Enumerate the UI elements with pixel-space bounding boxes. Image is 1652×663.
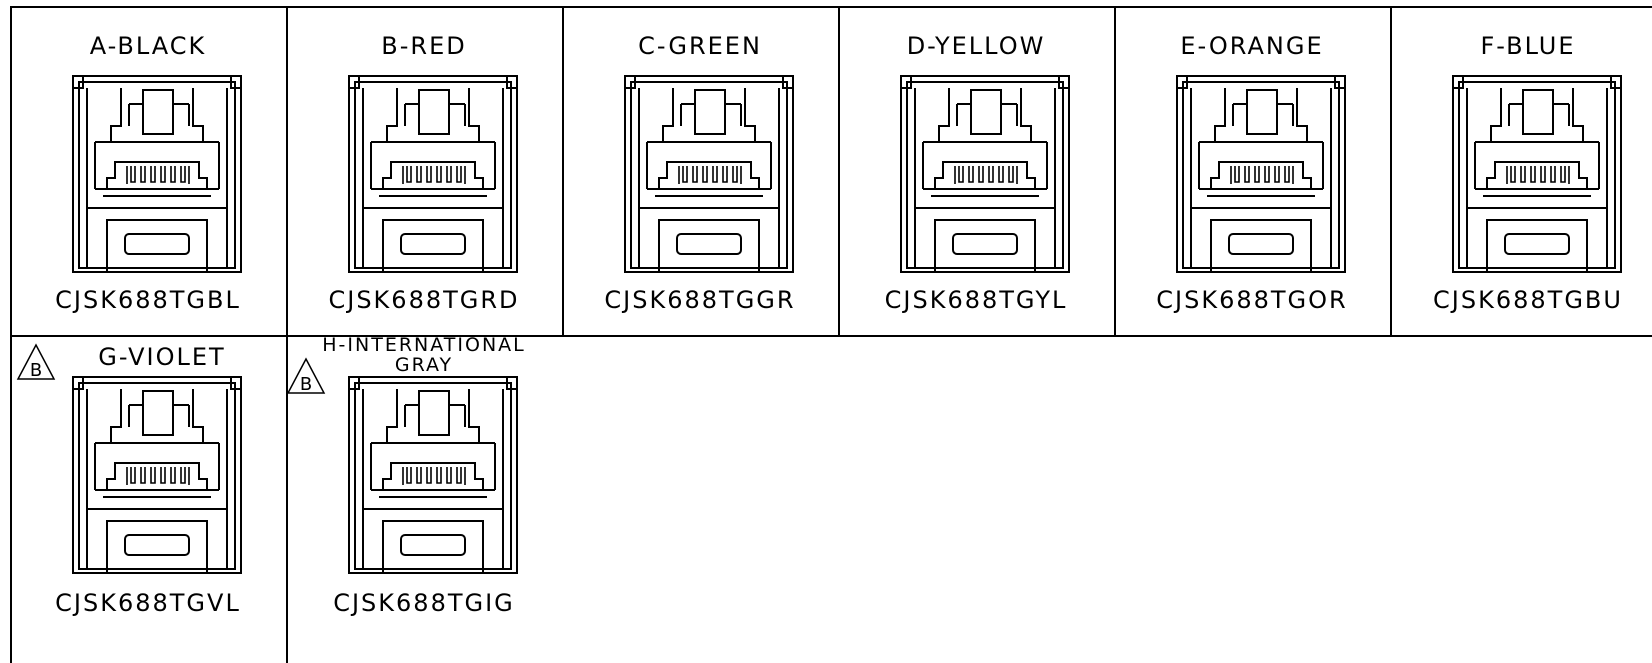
- grid-row-divider: [10, 335, 1652, 337]
- part-number: CJSK688TGOR: [1156, 286, 1348, 314]
- revision-b-triangle-icon: B: [286, 357, 326, 395]
- part-number: CJSK688TGBU: [1433, 286, 1623, 314]
- color-title: F-BLUE: [1480, 32, 1576, 60]
- color-title: A-BLACK: [89, 32, 207, 60]
- color-option-yellow: D-YELLOW CJSK688TGYL: [838, 8, 1114, 335]
- color-option-violet: B G-VIOLET CJSK688TGVL: [10, 337, 286, 663]
- revision-letter: B: [300, 374, 312, 395]
- color-title: E-ORANGE: [1180, 32, 1324, 60]
- rj45-connector-icon: [71, 375, 243, 575]
- part-number: CJSK688TGIG: [333, 589, 515, 617]
- rj45-connector-icon: [71, 74, 243, 274]
- revision-letter: B: [30, 360, 42, 381]
- rj45-connector-icon: [623, 74, 795, 274]
- rj45-connector-icon: [347, 74, 519, 274]
- part-number: CJSK688TGBL: [55, 286, 241, 314]
- grid-col-divider: [1114, 6, 1116, 336]
- grid-top-border: [10, 6, 1652, 8]
- grid-col-divider: [286, 6, 288, 663]
- grid-col-divider: [1390, 6, 1392, 336]
- part-number: CJSK688TGGR: [604, 286, 796, 314]
- color-option-international-gray: B H-INTERNATIONAL GRAY CJSK688TGIG: [286, 335, 562, 663]
- color-title: D-YELLOW: [906, 32, 1046, 60]
- color-title: B-RED: [381, 32, 467, 60]
- color-title: C-GREEN: [638, 32, 762, 60]
- color-title-line1: H-INTERNATIONAL: [322, 334, 526, 356]
- color-title: G-VIOLET: [98, 343, 226, 371]
- part-number: CJSK688TGRD: [328, 286, 520, 314]
- part-number: CJSK688TGVL: [55, 589, 241, 617]
- color-option-orange: E-ORANGE CJSK688TGOR: [1114, 8, 1390, 335]
- color-title-line2: GRAY: [394, 354, 454, 376]
- grid-col-divider: [562, 6, 564, 336]
- rj45-connector-icon: [1451, 74, 1623, 274]
- grid-col-divider: [838, 6, 840, 336]
- color-option-green: C-GREEN CJSK688TGGR: [562, 8, 838, 335]
- grid-left-border: [10, 6, 12, 663]
- part-number: CJSK688TGYL: [884, 286, 1068, 314]
- color-title: H-INTERNATIONAL GRAY: [286, 335, 562, 375]
- color-option-red: B-RED CJSK688TGRD: [286, 8, 562, 335]
- color-option-black: A-BLACK CJSK688TGBL: [10, 8, 286, 335]
- rj45-connector-icon: [347, 375, 519, 575]
- revision-b-triangle-icon: B: [16, 343, 56, 381]
- rj45-connector-icon: [899, 74, 1071, 274]
- rj45-connector-icon: [1175, 74, 1347, 274]
- color-option-blue: F-BLUE CJSK688TGBU: [1390, 8, 1652, 335]
